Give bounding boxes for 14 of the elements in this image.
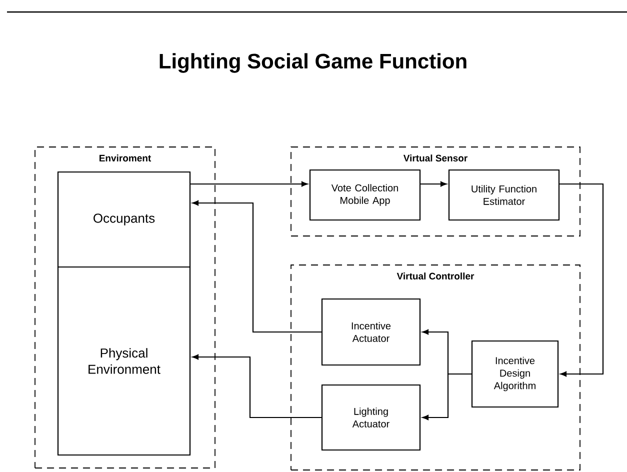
arrow <box>422 373 472 420</box>
title: Lighting Social Game Function <box>160 53 466 73</box>
arrow <box>192 200 322 333</box>
process-box: Incentive Design Algorithm <box>471 340 559 408</box>
process-box: Vote Collection Mobile App <box>309 169 421 221</box>
process-box: Occupants <box>57 171 191 268</box>
arrow <box>190 181 308 187</box>
process-box: Utility Function Estimator <box>448 169 560 221</box>
arrow <box>560 183 604 377</box>
process-box: Physical Environment <box>57 266 191 456</box>
process-box: Incentive Actuator <box>321 298 421 366</box>
arrow <box>192 354 322 418</box>
arrow <box>420 181 447 187</box>
process-box: Lighting Actuator <box>321 384 421 451</box>
